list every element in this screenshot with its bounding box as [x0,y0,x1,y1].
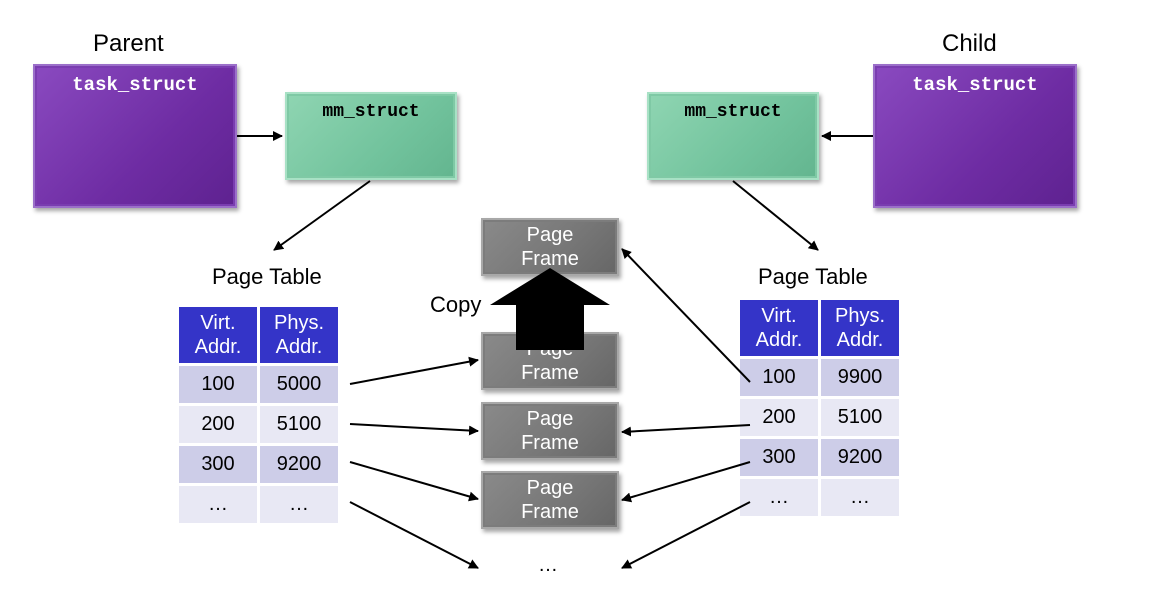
header-virt-addr: Virt.Addr. [179,307,257,363]
child-label: Child [942,30,997,57]
header-phys-addr: Phys.Addr. [260,307,338,363]
parent-page-table-label: Page Table [212,264,322,289]
arrow-child-row-1 [621,248,751,383]
copy-label: Copy [430,292,482,317]
header-virt-addr: Virt.Addr. [740,300,818,356]
parent-label: Parent [93,30,164,57]
arrow-parent-mm-to-table [273,180,371,251]
copy-arrow-icon [490,268,610,350]
arrow-parent-row-1 [349,356,479,385]
child-mm-struct: mm_struct [647,92,819,180]
child-task-struct: task_struct [873,64,1077,208]
table-row: …… [740,479,899,516]
arrow-parent-row-2 [349,423,479,436]
parent-task-struct: task_struct [33,64,237,208]
child-page-table-label: Page Table [758,264,868,289]
parent-mm-struct: mm_struct [285,92,457,180]
arrow-child-row-4 [621,501,751,569]
arrow-parent-row-4 [349,501,479,569]
arrow-child-mm-to-table [732,180,819,251]
arrow-parent-row-3 [349,461,479,502]
frames-ellipsis: … [538,554,558,576]
header-phys-addr: Phys.Addr. [821,300,899,356]
table-row: …… [179,486,338,523]
arrow-child-row-2 [621,424,751,437]
arrow-child-row-3 [621,461,751,503]
